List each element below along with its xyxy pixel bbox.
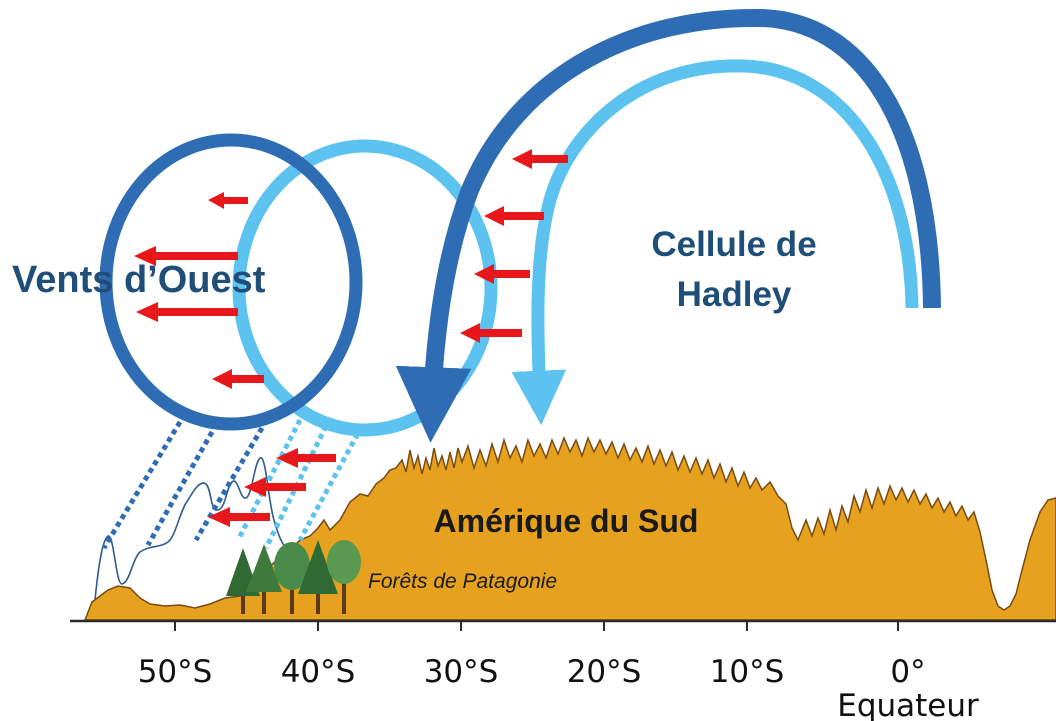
tree-icon: [246, 544, 282, 614]
south-america-label: Amérique du Sud: [434, 503, 699, 539]
tick-label-40s: 40°S: [281, 654, 356, 690]
tick-label-30s: 30°S: [424, 654, 499, 690]
equator-label: Equateur: [837, 688, 979, 721]
hadley-cell-label-line2: Hadley: [677, 275, 792, 314]
wind-arrow-icon: [484, 206, 544, 226]
tick-label-10s: 10°S: [710, 654, 785, 690]
patagonian-forests-label: Forêts de Patagonie: [368, 570, 557, 593]
patagonian-forest: [226, 540, 361, 614]
tick-label-20s: 20°S: [567, 654, 642, 690]
precipitation-profile-line: [94, 457, 291, 601]
wind-arrows: [134, 149, 568, 527]
hadley-cell-dark-arc: [395, 8, 941, 443]
wind-arrow-icon: [474, 264, 530, 284]
tree-icon: [327, 540, 361, 614]
tree-icon: [274, 542, 310, 614]
wind-arrow-icon: [136, 302, 238, 322]
axis-tick-marks: [174, 621, 899, 631]
hadley-cell-light-arc: [511, 59, 919, 426]
dark-blue-circulation-cell: [99, 133, 363, 431]
tree-icon: [298, 540, 338, 614]
wind-arrow-icon: [512, 149, 568, 169]
light-blue-circulation-cell: [232, 139, 498, 437]
hadley-cell-label-line1: Cellule de: [651, 225, 816, 264]
tick-label-50s: 50°S: [138, 654, 213, 690]
tick-label-0: 0°: [890, 654, 925, 690]
wind-arrow-icon: [276, 448, 336, 468]
wind-arrow-icon: [208, 507, 270, 527]
wind-arrow-icon: [212, 369, 264, 389]
wind-arrow-icon: [244, 477, 306, 497]
westerlies-label: Vents d’Ouest: [12, 259, 266, 301]
wind-arrow-icon: [460, 323, 522, 343]
wind-arrow-icon: [208, 192, 248, 209]
wind-arrow-icon: [134, 246, 238, 266]
